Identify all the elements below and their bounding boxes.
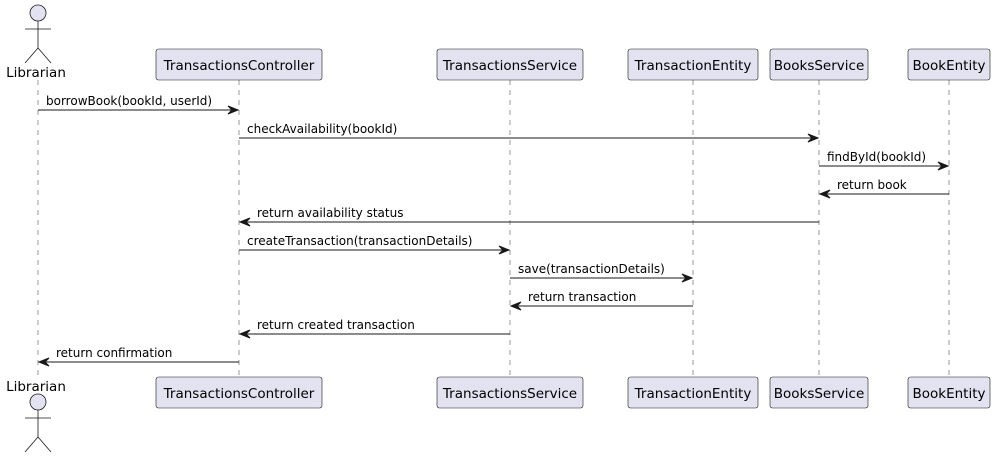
message-10: return confirmation — [37, 346, 239, 367]
participant-tc-top: TransactionsController — [155, 48, 323, 81]
actor-label: Librarian — [6, 379, 66, 395]
actor-librarian-bottom: Librarian — [6, 379, 66, 453]
message-label: createTransaction(transactionDetails) — [247, 234, 473, 248]
actor-leg-icon — [24, 47, 39, 64]
arrowhead-icon — [818, 189, 831, 199]
actor-head-icon — [29, 393, 47, 411]
participant-label: BookEntity — [912, 58, 985, 74]
message-8: return transaction — [509, 290, 693, 311]
participant-label: TransactionsController — [163, 386, 315, 402]
actor-leg-icon — [37, 436, 52, 453]
participant-ts-top: TransactionsService — [436, 48, 584, 81]
participant-label: BookEntity — [912, 386, 985, 402]
message-9: return created transaction — [238, 318, 510, 339]
participant-be-top: BookEntity — [907, 48, 991, 81]
message-2: checkAvailability(bookId) — [239, 122, 820, 143]
message-5: return availability status — [238, 206, 819, 227]
participant-label: BooksService — [774, 386, 865, 402]
message-label: return transaction — [528, 290, 636, 304]
participant-be-bottom: BookEntity — [907, 376, 991, 409]
messages: borrowBook(bookId, userId) checkAvailabil… — [37, 94, 950, 367]
participant-label: TransactionEntity — [634, 58, 752, 74]
participant-box — [907, 48, 991, 81]
actor-label: Librarian — [6, 65, 66, 81]
arrowhead-icon — [227, 105, 240, 115]
actor-librarian-top: Librarian — [6, 4, 66, 81]
participant-label: TransactionsController — [163, 58, 315, 74]
participant-box — [627, 48, 759, 81]
participant-tc-bottom: TransactionsController — [155, 376, 323, 409]
arrowhead-icon — [238, 329, 251, 339]
arrowhead-icon — [937, 161, 950, 171]
participant-ts-bottom: TransactionsService — [436, 376, 584, 409]
arrowhead-icon — [681, 273, 694, 283]
participant-box — [627, 376, 759, 409]
participant-box — [907, 376, 991, 409]
participant-box — [436, 48, 584, 81]
participant-box — [155, 48, 323, 81]
message-label: findById(bookId) — [827, 150, 926, 164]
actor-leg-icon — [24, 436, 39, 453]
participant-label: TransactionEntity — [634, 386, 752, 402]
message-6: createTransaction(transactionDetails) — [239, 234, 511, 255]
arrowhead-icon — [498, 245, 511, 255]
message-label: return created transaction — [257, 318, 415, 332]
message-label: checkAvailability(bookId) — [247, 122, 397, 136]
participant-box — [155, 376, 323, 409]
participant-label: TransactionsService — [442, 58, 577, 74]
message-1: borrowBook(bookId, userId) — [38, 94, 240, 115]
actor-head-icon — [29, 4, 47, 22]
participant-bs-top: BooksService — [769, 48, 869, 81]
message-label: return availability status — [257, 206, 403, 220]
message-7: save(transactionDetails) — [510, 262, 694, 283]
participant-box — [436, 376, 584, 409]
participant-box — [769, 376, 869, 409]
arrowhead-icon — [509, 301, 522, 311]
arrowhead-icon — [238, 217, 251, 227]
actor-leg-icon — [37, 47, 52, 64]
message-4: return book — [818, 178, 949, 199]
lifelines — [37, 80, 950, 377]
participant-label: TransactionsService — [442, 386, 577, 402]
participant-box — [769, 48, 869, 81]
participant-te-top: TransactionEntity — [627, 48, 759, 81]
arrowhead-icon — [37, 357, 50, 367]
participant-label: BooksService — [774, 58, 865, 74]
participants-top: Librarian TransactionsController Transacti… — [6, 4, 991, 81]
participant-bs-bottom: BooksService — [769, 376, 869, 409]
message-label: return confirmation — [56, 346, 172, 360]
message-3: findById(bookId) — [819, 150, 950, 171]
participants-bottom: Librarian TransactionsController Transacti… — [6, 376, 991, 453]
participant-te-bottom: TransactionEntity — [627, 376, 759, 409]
arrowhead-icon — [807, 133, 820, 143]
message-label: save(transactionDetails) — [518, 262, 665, 276]
message-label: return book — [837, 178, 907, 192]
message-label: borrowBook(bookId, userId) — [46, 94, 212, 108]
